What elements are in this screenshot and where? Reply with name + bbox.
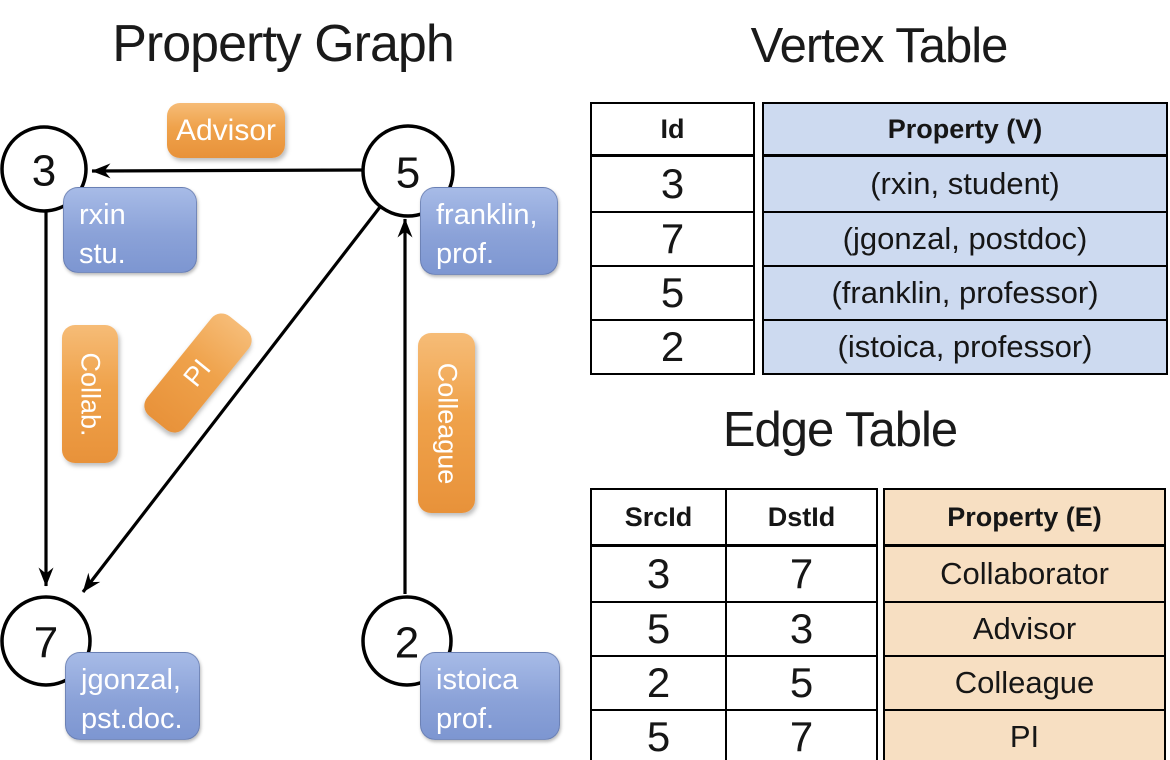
node-property-line: franklin, <box>436 199 538 231</box>
node-property-line: rxin <box>79 199 126 231</box>
vertex-id-column: Id 3 7 5 2 <box>590 102 755 375</box>
edge-label-collab: Collab. <box>62 325 118 463</box>
node-property-line: jgonzal, <box>81 664 181 696</box>
vertex-property-cell: (jgonzal, postdoc) <box>764 211 1166 265</box>
node-7-id: 7 <box>34 619 58 668</box>
vertex-id-cell: 7 <box>592 211 753 265</box>
node-5-property-box: franklin, prof. <box>420 187 558 275</box>
node-3-id: 3 <box>32 147 56 196</box>
vertex-id-cell: 5 <box>592 265 753 319</box>
node-2-property-box: istoica prof. <box>420 652 560 740</box>
edge-label-advisor-text: Advisor <box>175 113 277 147</box>
edge-src-header: SrcId <box>592 490 725 547</box>
edge-label-pi-text: PI <box>177 353 218 393</box>
node-5-id: 5 <box>396 149 420 198</box>
node-property-line: prof. <box>436 238 495 271</box>
vertex-property-cell: (franklin, professor) <box>764 265 1166 319</box>
edge-src-cell: 3 <box>646 550 671 597</box>
node-2-id: 2 <box>395 619 419 668</box>
node-property-line: pst.doc. <box>81 703 183 736</box>
edge-dst-cell: 5 <box>727 655 876 709</box>
edge-src-cell: 5 <box>592 709 725 760</box>
edge-dst-cell: 7 <box>789 550 814 597</box>
edge-property-cell: Advisor <box>885 601 1164 655</box>
node-3-circle <box>0 125 88 213</box>
vertex-property-cell: (rxin, student) <box>764 157 1166 211</box>
edge-label-colleague-text: Colleague <box>432 362 462 484</box>
edge-advisor-line <box>91 163 363 179</box>
node-3-property-box: rxin stu. <box>63 187 197 273</box>
edge-pi-line <box>81 206 382 593</box>
edge-src-column: SrcId 3 5 2 5 <box>592 490 725 760</box>
vertex-property-column: Property (V) (rxin, student) (jgonzal, p… <box>762 102 1168 375</box>
vertex-id-header: Id <box>592 104 753 157</box>
edge-property-cell: Collaborator <box>885 547 1164 601</box>
vertex-property-cell: (istoica, professor) <box>764 319 1166 373</box>
edge-src-cell: 5 <box>592 601 725 655</box>
edge-table: SrcId 3 5 2 5 DstId 7 3 5 7 Property (E)… <box>590 488 1166 760</box>
vertex-table-title: Vertex Table <box>750 19 1009 73</box>
node-property-line: prof. <box>436 703 495 736</box>
edge-dst-cell: 7 <box>727 709 876 760</box>
edge-src-dst-columns: SrcId 3 5 2 5 DstId 7 3 5 7 <box>590 488 878 760</box>
edge-src-cell: 2 <box>592 655 725 709</box>
edge-property-cell: PI <box>885 709 1164 760</box>
vertex-table: Id 3 7 5 2 Property (V) (rxin, student) … <box>590 102 1168 375</box>
node-property-line: stu. <box>79 238 126 271</box>
edge-dst-column: DstId 7 3 5 7 <box>725 490 876 760</box>
vertex-id-cell: 3 <box>660 160 685 207</box>
edge-property-cell: Colleague <box>885 655 1164 709</box>
property-graph-title: Property Graph <box>112 15 455 73</box>
edge-property-column: Property (E) Collaborator Advisor Collea… <box>883 488 1166 760</box>
vertex-property-header: Property (V) <box>764 104 1166 157</box>
edge-dst-cell: 3 <box>727 601 876 655</box>
edge-label-colleague: Colleague <box>418 333 475 513</box>
vertex-id-cell: 2 <box>592 319 753 373</box>
node-7-property-box: jgonzal, pst.doc. <box>65 652 200 740</box>
edge-table-title: Edge Table <box>722 403 958 457</box>
node-property-line: istoica <box>436 664 519 696</box>
edge-label-advisor: Advisor <box>167 103 285 158</box>
edge-label-collab-text: Collab. <box>75 351 106 437</box>
edge-dst-header: DstId <box>727 490 876 547</box>
edge-property-header: Property (E) <box>885 490 1164 547</box>
